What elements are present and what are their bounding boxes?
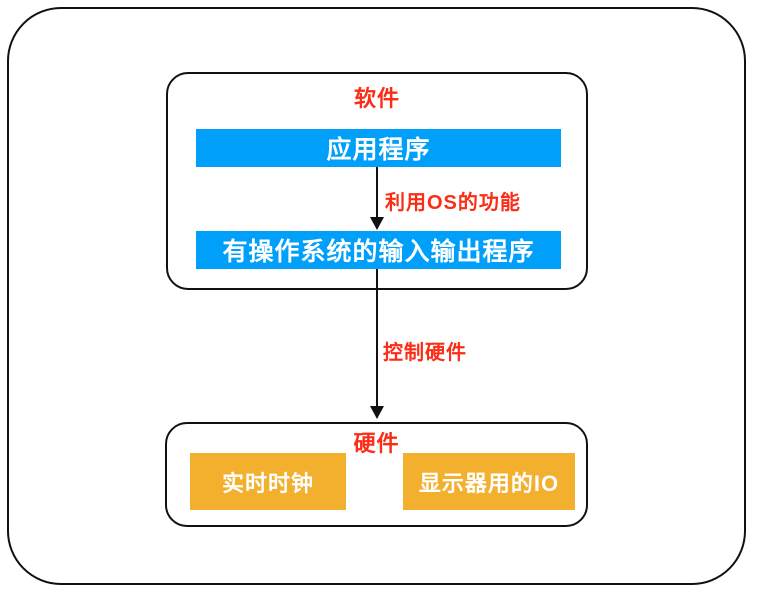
display-io-chip: 显示器用的IO (403, 453, 575, 510)
application-program-bar: 应用程序 (196, 129, 561, 167)
control-hardware-label: 控制硬件 (383, 342, 467, 364)
os-io-program-bar: 有操作系统的输入输出程序 (196, 231, 561, 269)
software-title: 软件 (353, 86, 400, 111)
hardware-title: 硬件 (353, 431, 400, 456)
arrowhead-down-icon (370, 217, 384, 230)
use-os-function-label: 利用OS的功能 (385, 192, 521, 214)
arrow-line-software-to-hardware (376, 269, 378, 407)
realtime-clock-chip: 实时时钟 (190, 453, 346, 510)
arrow-line-app-to-osio (376, 167, 378, 218)
arrowhead-down-icon (370, 406, 384, 419)
